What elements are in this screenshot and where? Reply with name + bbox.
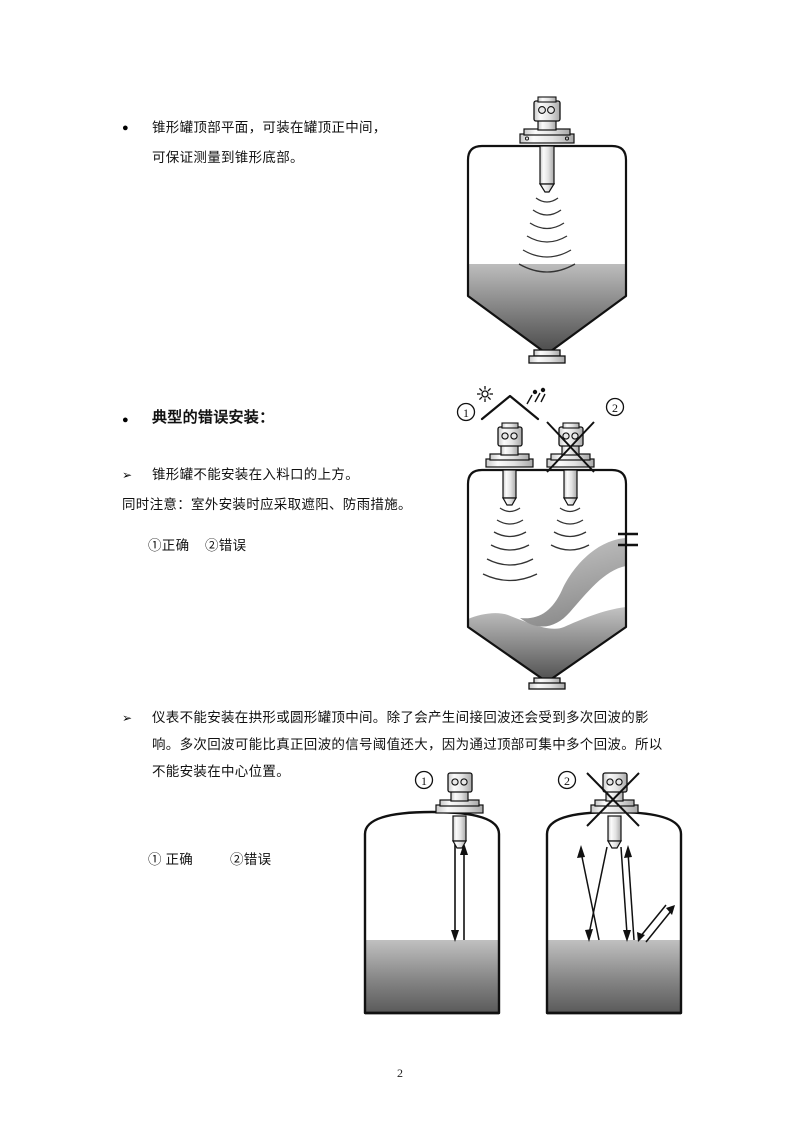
item2-line3: 不能安装在中心位置。 (152, 764, 290, 779)
svg-text:1: 1 (463, 406, 469, 420)
figure-cone-tank-correct (452, 96, 642, 371)
radar-wave-cones-left (482, 507, 538, 582)
label-wrong-2: 2 (605, 397, 625, 417)
rain-icon (526, 387, 546, 405)
tank-contents (468, 538, 626, 682)
multiple-echo-arrows (577, 845, 675, 943)
bullet1-line2: 可保证测量到锥形底部。 (152, 150, 304, 165)
bottom-outlet-flange (528, 349, 566, 364)
item2-line2: 响。多次回波可能比真正回波的信号阈值还大，因为通过顶部可集中多个回波。所以 (152, 737, 663, 752)
echo-arrows (451, 843, 468, 942)
figure-cone-tank-inlet: 1 2 (452, 382, 642, 690)
item1-legend-correct: ①正确 (148, 538, 190, 553)
bullet1-line1: 锥形罐顶部平面，可装在罐顶正中间， (152, 120, 387, 135)
tank-contents (365, 940, 499, 1013)
item1-legend-wrong: ②错误 (205, 538, 247, 553)
sunshade-roof-icon (480, 394, 540, 421)
radar-level-sensor (519, 96, 575, 193)
svg-text:1: 1 (421, 774, 427, 788)
item2-legend-wrong: ②错误 (230, 852, 272, 867)
item1-line1: 锥形罐不能安装在入料口的上方。 (152, 467, 359, 482)
figure-dome-tank-wrong: 2 (527, 770, 707, 1027)
item2-line1: 仪表不能安装在拱形或圆形罐顶中间。除了会产生间接回波还会受到多次回波的影 (152, 710, 649, 725)
bullet2-title: 典型的错误安装： (152, 410, 275, 426)
label-correct-1: 1 (456, 402, 476, 422)
bullet2-marker: ● (122, 414, 129, 426)
svg-text:2: 2 (612, 401, 618, 415)
label-correct-1: 1 (414, 770, 434, 790)
radar-wave-cones (518, 197, 576, 273)
label-wrong-2: 2 (557, 770, 577, 790)
tank-outline (363, 810, 501, 1015)
x-cross-icon (546, 421, 595, 473)
page-number: 2 (397, 1066, 403, 1080)
item2-marker: ➢ (122, 711, 133, 725)
radar-level-sensor-correct (485, 422, 534, 506)
x-cross-icon (586, 772, 640, 827)
item1-line2: 同时注意：室外安装时应采取遮阳、防雨措施。 (122, 497, 412, 512)
tank-contents (468, 264, 626, 354)
sun-icon (477, 386, 493, 402)
bullet-marker: ● (122, 122, 129, 134)
material-inlet-port (618, 532, 638, 547)
radar-level-sensor (590, 772, 639, 849)
item2-legend-correct: ① 正确 (148, 852, 194, 867)
tank-outline (466, 144, 628, 356)
radar-level-sensor (435, 772, 484, 849)
bottom-outlet-flange (528, 677, 566, 690)
tank-outline (466, 468, 628, 684)
item1-marker: ➢ (122, 468, 133, 482)
figure-dome-tank-correct: 1 (352, 770, 527, 1027)
tank-contents (547, 940, 681, 1013)
radar-wave-cones-right (550, 507, 590, 551)
svg-text:2: 2 (564, 774, 570, 788)
